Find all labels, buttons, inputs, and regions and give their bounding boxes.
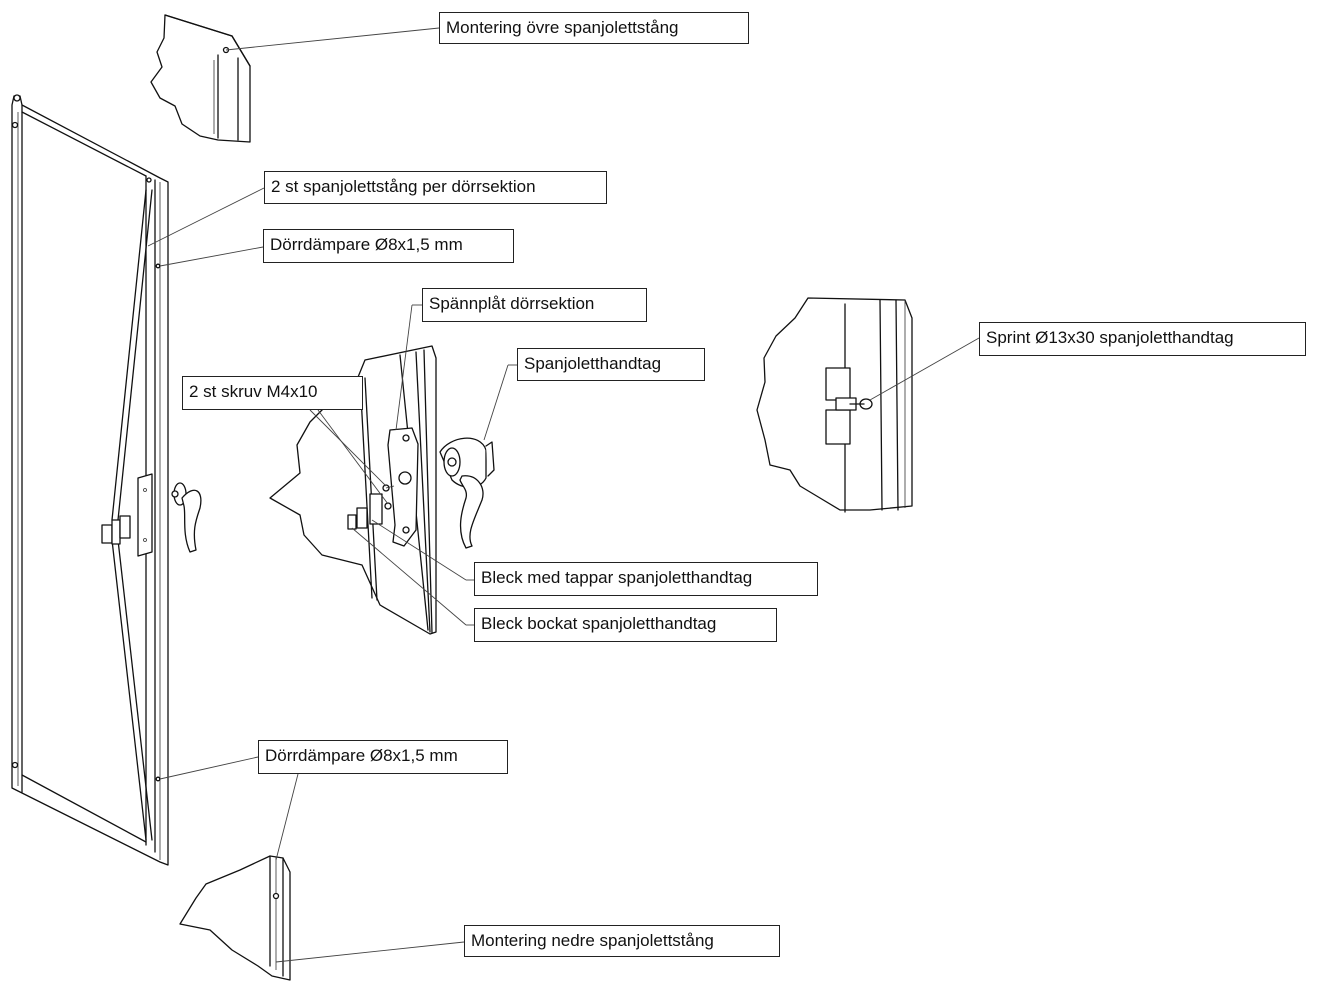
label-bottom-rod-mount: Montering nedre spanjolettstång (464, 925, 780, 957)
detail-top-rod (150, 14, 251, 143)
detail-handle-assembly (269, 345, 495, 635)
leader-lines (147, 27, 980, 963)
label-tabbed-plate: Bleck med tappar spanjoletthandtag (474, 562, 818, 596)
door-section (11, 94, 202, 866)
detail-bottom-rod (179, 855, 291, 981)
label-rods-per-section: 2 st spanjolettstång per dörrsektion (264, 171, 607, 204)
label-damper-bottom: Dörrdämpare Ø8x1,5 mm (258, 740, 508, 774)
label-tension-plate: Spännplåt dörrsektion (422, 288, 647, 322)
label-bent-plate: Bleck bockat spanjoletthandtag (474, 608, 777, 642)
label-handle: Spanjoletthandtag (517, 348, 705, 381)
detail-pin (756, 297, 913, 513)
label-pin: Sprint Ø13x30 spanjoletthandtag (979, 322, 1306, 356)
label-screws: 2 st skruv M4x10 (182, 376, 363, 410)
label-top-rod-mount: Montering övre spanjolettstång (439, 12, 749, 44)
label-damper-top: Dörrdämpare Ø8x1,5 mm (263, 229, 514, 263)
